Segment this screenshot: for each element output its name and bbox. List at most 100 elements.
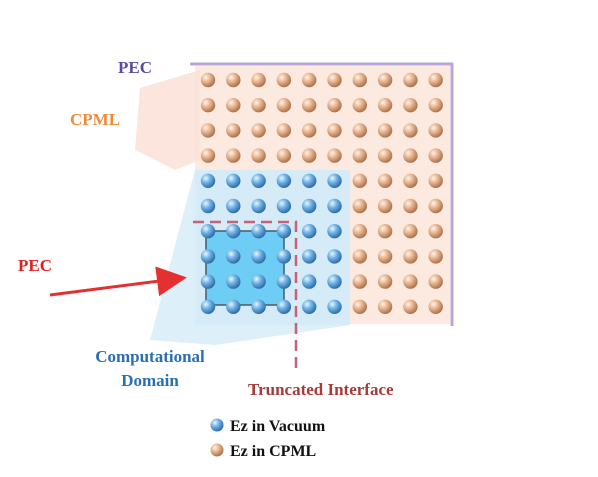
computational-label-line1: Computational xyxy=(95,347,205,366)
ez-vacuum-node xyxy=(200,224,216,239)
ez-cpml-node xyxy=(302,148,317,163)
ez-cpml-node xyxy=(377,72,393,88)
pec-left-label: PEC xyxy=(18,256,52,275)
ez-vacuum-node xyxy=(226,249,241,264)
ez-vacuum-node xyxy=(200,198,216,214)
ez-cpml-node xyxy=(327,98,342,113)
ez-vacuum-node xyxy=(251,224,266,239)
ez-cpml-node xyxy=(377,299,393,314)
ez-cpml-node xyxy=(276,123,292,138)
ez-cpml-node xyxy=(251,148,266,163)
ez-cpml-node xyxy=(428,198,443,214)
ez-vacuum-node xyxy=(302,198,317,214)
ez-cpml-node xyxy=(377,98,393,113)
ez-vacuum-node xyxy=(302,299,317,314)
legend-vacuum-marker xyxy=(210,418,224,432)
ez-cpml-node xyxy=(403,224,418,239)
ez-cpml-node xyxy=(403,123,418,138)
legend-cpml-label: Ez in CPML xyxy=(230,443,316,460)
ez-cpml-node xyxy=(226,123,241,138)
ez-cpml-node xyxy=(403,249,418,264)
ez-vacuum-node xyxy=(226,224,241,239)
truncated-interface-line xyxy=(193,220,298,372)
ez-cpml-node xyxy=(403,148,418,163)
ez-cpml-node xyxy=(377,123,393,138)
ez-cpml-node xyxy=(352,72,367,88)
ez-cpml-node xyxy=(226,72,241,88)
ez-vacuum-node xyxy=(327,249,342,264)
ez-vacuum-node xyxy=(327,173,342,188)
ez-cpml-node xyxy=(251,123,266,138)
ez-cpml-node xyxy=(226,148,241,163)
ez-vacuum-node xyxy=(327,274,342,289)
ez-cpml-node xyxy=(428,98,443,113)
ez-vacuum-node xyxy=(276,299,292,314)
ez-vacuum-node xyxy=(302,274,317,289)
ez-cpml-node xyxy=(352,98,367,113)
ez-cpml-node xyxy=(352,198,367,214)
ez-cpml-node xyxy=(403,72,418,88)
legend-vacuum-label: Ez in Vacuum xyxy=(230,418,326,435)
ez-cpml-node xyxy=(428,224,443,239)
legend-cpml-marker xyxy=(210,443,224,457)
ez-cpml-node xyxy=(251,72,266,88)
ez-cpml-node xyxy=(377,274,393,289)
ez-vacuum-node xyxy=(226,274,241,289)
ez-cpml-node xyxy=(352,148,367,163)
ez-cpml-node xyxy=(428,72,443,88)
ez-cpml-node xyxy=(276,148,292,163)
ez-vacuum-node xyxy=(276,249,292,264)
computational-label-line2: Domain xyxy=(121,371,179,390)
ez-vacuum-node xyxy=(226,198,241,214)
ez-vacuum-node xyxy=(276,173,292,188)
ez-vacuum-node xyxy=(200,299,216,314)
ez-cpml-node xyxy=(428,274,443,289)
ez-vacuum-node xyxy=(226,173,241,188)
computational-domain-box xyxy=(205,230,285,306)
ez-cpml-node xyxy=(403,274,418,289)
ez-cpml-node xyxy=(352,299,367,314)
ez-cpml-node xyxy=(327,123,342,138)
ez-cpml-node xyxy=(428,299,443,314)
ez-vacuum-node xyxy=(327,224,342,239)
ez-cpml-node xyxy=(377,148,393,163)
ez-cpml-node xyxy=(352,173,367,188)
pec-boundary xyxy=(190,62,454,326)
ez-cpml-node xyxy=(251,98,266,113)
ez-cpml-node xyxy=(428,148,443,163)
ez-vacuum-node xyxy=(302,173,317,188)
ez-cpml-node xyxy=(403,299,418,314)
ez-vacuum-node xyxy=(251,249,266,264)
cpml-label: CPML xyxy=(70,110,120,129)
ez-cpml-node xyxy=(352,123,367,138)
pec-top-label: PEC xyxy=(118,58,152,77)
ez-cpml-node xyxy=(428,173,443,188)
ez-cpml-node xyxy=(200,148,216,163)
ez-cpml-node xyxy=(377,198,393,214)
ez-node-grid xyxy=(200,72,443,314)
ez-vacuum-node xyxy=(200,173,216,188)
ez-cpml-node xyxy=(276,98,292,113)
ez-cpml-node xyxy=(428,249,443,264)
ez-cpml-node xyxy=(352,274,367,289)
legend: Ez in Vacuum Ez in CPML xyxy=(210,418,326,460)
ez-cpml-node xyxy=(327,148,342,163)
ez-vacuum-node xyxy=(200,249,216,264)
ez-cpml-node xyxy=(302,123,317,138)
ez-vacuum-node xyxy=(226,299,241,314)
ez-vacuum-node xyxy=(251,173,266,188)
truncated-interface-label: Truncated Interface xyxy=(248,380,394,399)
ez-cpml-node xyxy=(403,198,418,214)
ez-cpml-node xyxy=(226,98,241,113)
ez-vacuum-node xyxy=(327,299,342,314)
pec-arrow xyxy=(49,266,187,297)
ez-vacuum-node xyxy=(251,299,266,314)
ez-cpml-node xyxy=(200,98,216,113)
cpml-fan xyxy=(135,70,200,170)
ez-cpml-node xyxy=(302,72,317,88)
ez-vacuum-node xyxy=(302,224,317,239)
ez-cpml-node xyxy=(327,72,342,88)
ez-vacuum-node xyxy=(302,249,317,264)
